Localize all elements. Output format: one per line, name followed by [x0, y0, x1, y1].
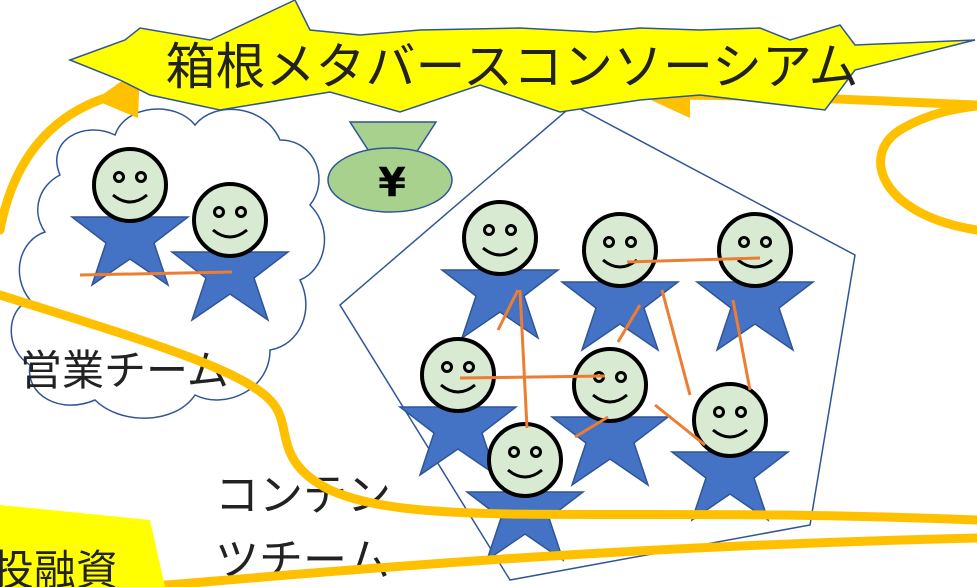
title-banner: [67, 0, 976, 113]
content-team-label-line1: コンテン: [215, 470, 391, 521]
left-edge-label: 投融資: [0, 546, 118, 587]
left-curved-arrow: [0, 90, 120, 235]
title-text: 箱根メタバースコンソーシアム: [166, 38, 859, 96]
bottom-lower-arrow: [135, 533, 977, 587]
coin: [327, 147, 453, 213]
left-edge-banner: [0, 505, 165, 587]
content-team-links: [459, 256, 761, 447]
right-curved-arrow: [876, 101, 977, 235]
yen-symbol: ¥: [378, 160, 406, 206]
sales-link: [79, 270, 233, 277]
sales-team-label: 営業チーム: [20, 346, 229, 395]
wavy-flow-arrow: [0, 290, 977, 525]
